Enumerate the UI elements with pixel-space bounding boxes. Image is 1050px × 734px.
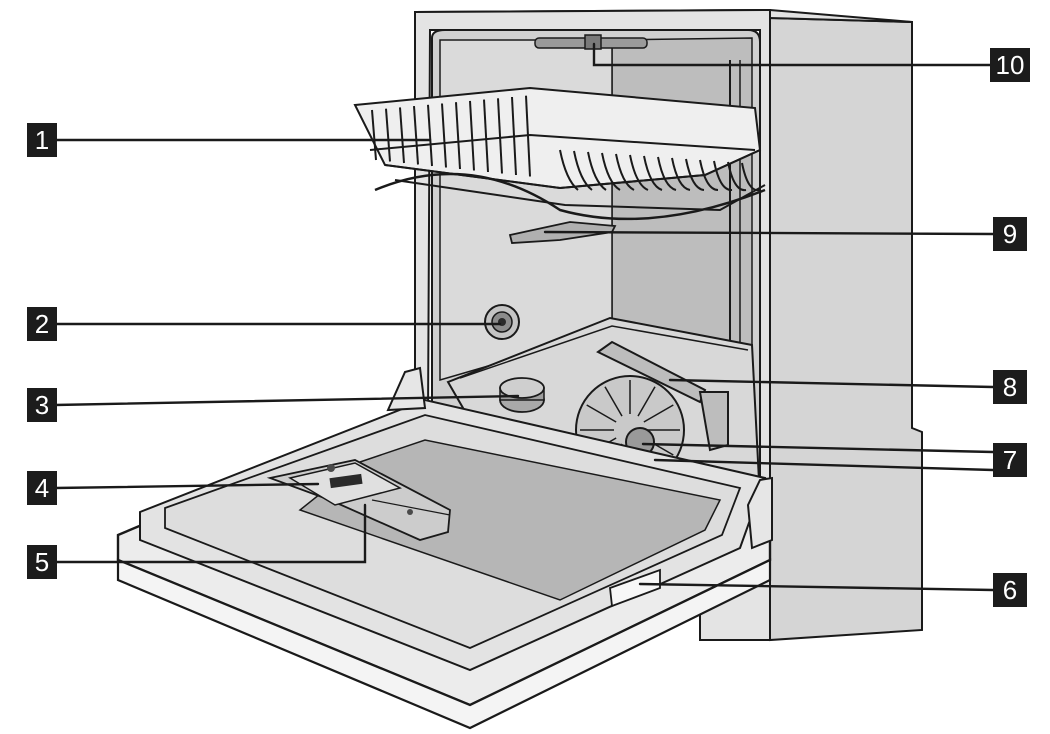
- rack-tine: [559, 149, 579, 191]
- callout-4-label: 4: [35, 473, 49, 503]
- leader-line-3: [53, 394, 520, 407]
- callout-4: 4: [27, 471, 57, 505]
- filter-spoke: [637, 386, 656, 417]
- rack-tine: [483, 99, 489, 173]
- rack-tine: [615, 153, 635, 191]
- rack-tine: [427, 104, 433, 167]
- rack-tine: [643, 155, 663, 191]
- callout-8: 8: [993, 370, 1027, 404]
- leader-line-6: [638, 582, 995, 592]
- callouts: 1 2 3 4 5 6 7 8: [27, 48, 1030, 607]
- rack-tine: [685, 158, 705, 191]
- rack-tine: [713, 160, 733, 191]
- callout-2-label: 2: [35, 309, 49, 339]
- rack-tine: [741, 162, 761, 192]
- rack-tine: [587, 151, 607, 191]
- callout-3-label: 3: [35, 390, 49, 420]
- callout-10: 10: [990, 48, 1030, 82]
- rating-plate: [609, 568, 661, 608]
- upper-rack: [353, 86, 766, 221]
- filter-spoke: [643, 404, 674, 423]
- rack-tine: [371, 109, 377, 161]
- detergent-dispenser: [266, 459, 451, 541]
- rack-tine: [525, 95, 531, 177]
- leader-lines: [53, 42, 995, 592]
- leader-line-4: [53, 482, 320, 490]
- rack-tine: [399, 107, 405, 164]
- rinse-aid-dispenser-outlet: [484, 304, 520, 340]
- leader-line-7a: [641, 442, 995, 454]
- rack-tine: [671, 157, 691, 191]
- rack-tine: [455, 102, 461, 170]
- callout-9-label: 9: [1003, 219, 1017, 249]
- callout-1-label: 1: [35, 125, 49, 155]
- callout-7: 7: [993, 443, 1027, 477]
- callout-10-label: 10: [996, 50, 1025, 80]
- callout-5-label: 5: [35, 547, 49, 577]
- rack-tine: [601, 152, 621, 191]
- rack-tine: [385, 108, 391, 162]
- leader-line-5: [53, 503, 367, 564]
- rack-tine: [573, 150, 593, 191]
- rack-tine: [511, 96, 517, 176]
- rack-tine: [469, 100, 475, 171]
- filter-spoke: [604, 386, 623, 417]
- rack-tine: [657, 156, 677, 191]
- leader-line-8: [668, 378, 995, 389]
- leader-line-9: [543, 230, 995, 236]
- rack-tine: [629, 154, 649, 191]
- rack-tine: [497, 98, 503, 174]
- callout-7-label: 7: [1003, 445, 1017, 475]
- salt-container-cap: [499, 377, 545, 413]
- lower-spray-arm: [596, 340, 729, 452]
- callout-3: 3: [27, 388, 57, 422]
- callout-5: 5: [27, 545, 57, 579]
- rack-tine: [699, 159, 719, 191]
- callout-6: 6: [993, 573, 1027, 607]
- rack-tine: [441, 103, 447, 168]
- callout-2: 2: [27, 307, 57, 341]
- leader-line-10: [592, 42, 992, 67]
- callout-6-label: 6: [1003, 575, 1017, 605]
- rack-tine: [413, 106, 419, 165]
- leader-line-7b: [653, 458, 995, 472]
- callout-8-label: 8: [1003, 372, 1017, 402]
- callout-9: 9: [993, 217, 1027, 251]
- filter-spoke: [586, 404, 617, 423]
- rack-tine: [727, 161, 747, 192]
- callout-1: 1: [27, 123, 57, 157]
